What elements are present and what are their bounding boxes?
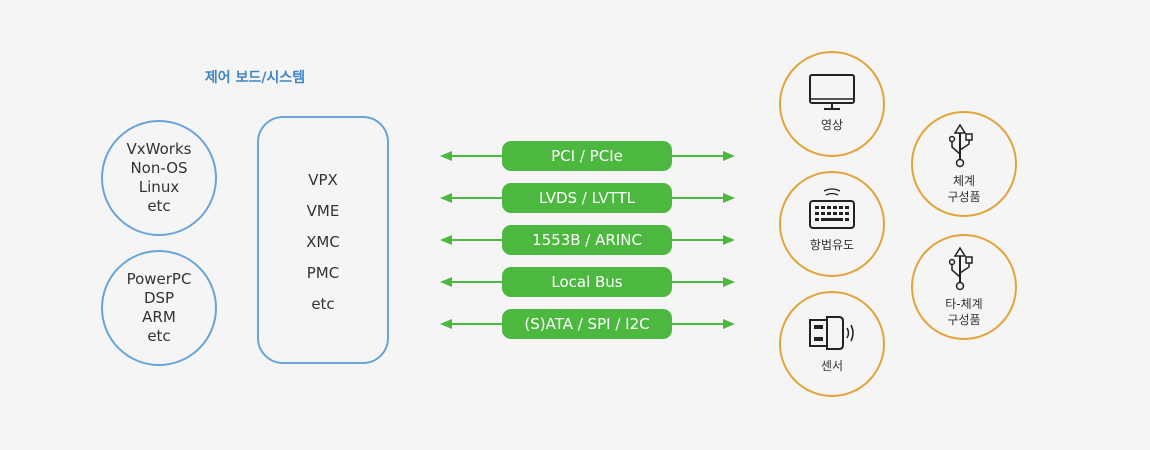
bus-item: VPX [308,171,338,189]
bus-item: XMC [306,233,340,251]
cpu-item: DSP [143,289,175,307]
device-label: 항법유도 [809,238,855,252]
bus-item: etc [311,295,335,313]
device-label-line: 타-체계 [945,297,983,311]
interface-pill: PCI / PCIe [502,141,672,171]
video-device-circle: 영상 [779,51,885,157]
system-parts-circle: 체계 구성품 [911,111,1017,217]
cpu-item: etc [147,327,171,345]
device-label-line: 구성품 [947,190,981,204]
cpu-circle: PowerPC DSP ARM etc [101,250,217,366]
os-item: etc [147,197,171,215]
device-label: 영상 [820,118,844,132]
nav-device-circle: 항법유도 [779,171,885,277]
sensor-device-circle: 센서 [779,291,885,397]
keyboard-icon [809,188,855,229]
bus-box: VPX VME XMC PMC etc [257,116,389,364]
os-item: Linux [138,178,180,196]
usb-icon [949,123,973,168]
bus-item: VME [306,202,340,220]
cpu-item: PowerPC [126,270,192,288]
sensor-icon [809,316,854,350]
cpu-item: ARM [142,308,176,326]
usb-icon [949,246,973,291]
device-label-line: 구성품 [947,313,981,327]
bus-item: PMC [306,264,340,282]
device-label-line: 체계 [952,174,976,188]
device-label: 체계 구성품 [947,173,980,205]
device-label: 센서 [820,359,844,373]
interface-pill: LVDS / LVTTL [502,183,672,213]
os-item: VxWorks [126,140,192,158]
interface-pill: Local Bus [502,267,672,297]
monitor-icon [809,74,855,110]
os-circle: VxWorks Non-OS Linux etc [101,120,217,236]
interface-pill: (S)ATA / SPI / I2C [502,309,672,339]
diagram-title: 제어 보드/시스템 [204,70,306,86]
interface-pill: 1553B / ARINC [502,225,672,255]
os-item: Non-OS [130,159,188,177]
other-system-parts-circle: 타-체계 구성품 [911,234,1017,340]
device-label: 타-체계 구성품 [945,296,982,328]
